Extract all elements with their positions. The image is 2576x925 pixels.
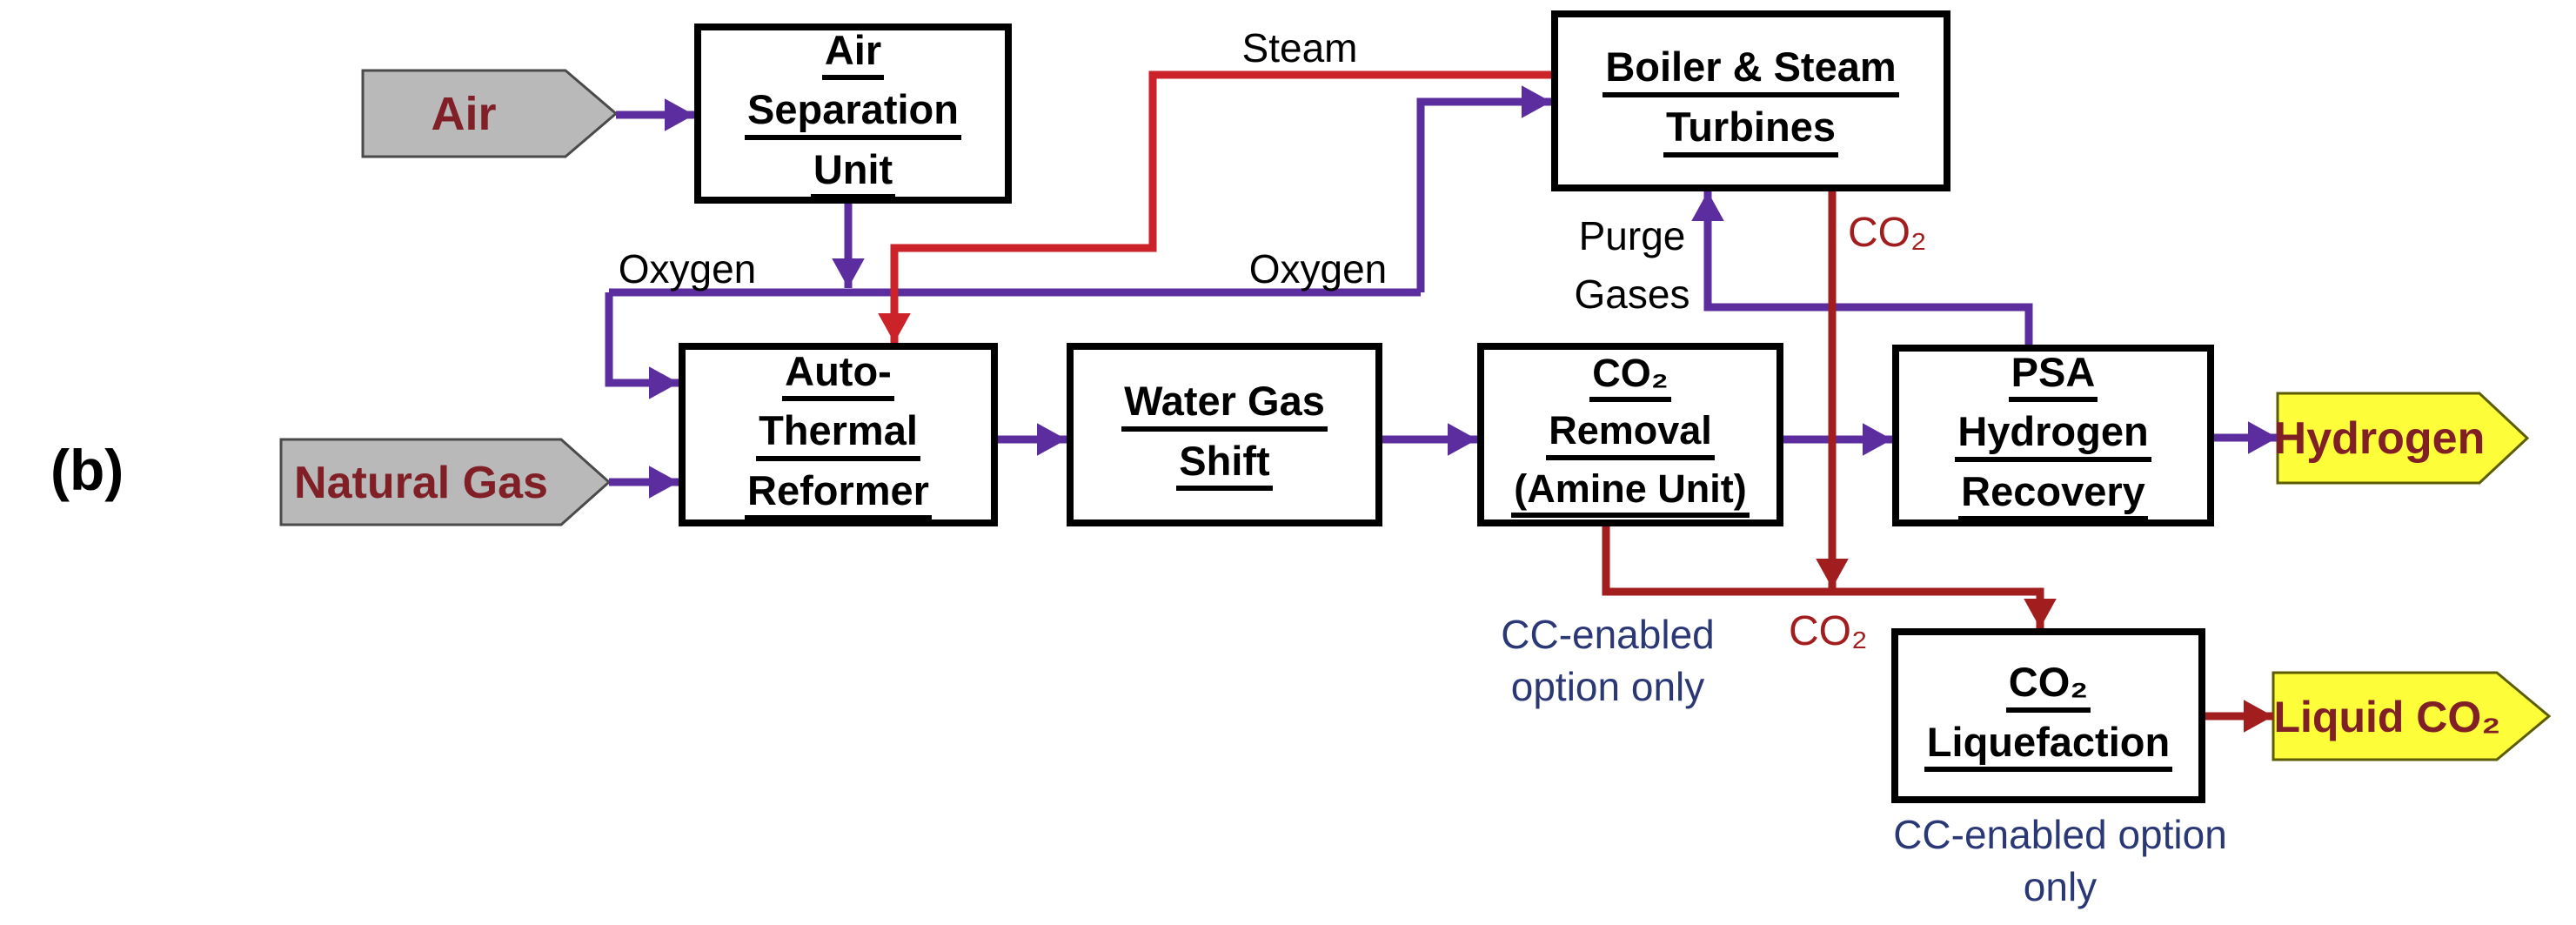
steam-stream-label: Steam — [1241, 25, 1358, 70]
box-line: Air — [821, 27, 885, 81]
box-auto-thermal-reformer: Auto- Thermal Reformer — [679, 343, 998, 526]
liquid-co2-tag-shape — [2272, 671, 2552, 761]
figure-label: (b) — [50, 438, 124, 502]
box-line: Thermal — [756, 408, 920, 461]
cc-enabled-note-left: CC-enabled option only — [1501, 609, 1714, 714]
box-line: Hydrogen — [1955, 409, 2151, 462]
flow-oxygen-to-boiler — [1416, 85, 1552, 292]
box-line: Boiler & Steam — [1602, 44, 1899, 97]
cc-enabled-note-left-line2: option only — [1510, 663, 1705, 709]
box-line: PSA — [2008, 349, 2098, 403]
box-water-gas-shift: Water Gas Shift — [1067, 343, 1382, 526]
box-line: Water Gas — [1121, 378, 1328, 432]
liquid-co2-tag-label: Liquid CO₂ — [2273, 693, 2501, 741]
box-line: (Amine Unit) — [1511, 466, 1750, 519]
hydrogen-tag-shape — [2276, 392, 2530, 485]
purge-gases-stream-label: Purge Gases — [1575, 207, 1690, 323]
box-line: Auto- — [782, 348, 894, 402]
box-air-separation-unit: Air Separation Unit — [694, 23, 1012, 204]
flow-co2-removal-to-liquefaction — [1602, 526, 2057, 629]
box-line: CO₂ — [2005, 659, 2091, 713]
box-boiler-steam-turbines: Boiler & Steam Turbines — [1551, 10, 1950, 191]
air-tag-shape — [361, 69, 619, 158]
oxygen-stream-label-right: Oxygen — [1248, 246, 1388, 292]
co2-stream-label-bottom: CO₂ — [1789, 608, 1868, 654]
box-line: Turbines — [1663, 104, 1838, 158]
box-psa-hydrogen-recovery: PSA Hydrogen Recovery — [1892, 345, 2214, 526]
box-line: Recovery — [1958, 468, 2148, 522]
box-line: Reformer — [745, 467, 932, 521]
box-line: Removal — [1546, 408, 1715, 460]
box-line: Shift — [1176, 438, 1273, 492]
box-co2-removal-amine-unit: CO₂ Removal (Amine Unit) — [1477, 343, 1783, 526]
box-line: Unit — [810, 146, 896, 200]
natural-gas-tag-shape — [279, 438, 612, 526]
natural-gas-tag-label: Natural Gas — [294, 458, 548, 508]
purge-gases-line1: Purge — [1578, 213, 1686, 258]
oxygen-stream-label-left: Oxygen — [618, 246, 757, 292]
flow-purge-gases-to-boiler — [1691, 191, 2033, 346]
box-line: Liquefaction — [1924, 719, 2173, 773]
flow-oxygen-to-atr — [605, 292, 679, 399]
box-co2-liquefaction: CO₂ Liquefaction — [1891, 628, 2205, 803]
box-line: CO₂ — [1589, 351, 1671, 403]
cc-enabled-note-left-line1: CC-enabled — [1501, 612, 1715, 657]
cc-enabled-note-bottom-line2: only — [2023, 863, 2098, 909]
cc-enabled-note-bottom-line1: CC-enabled option — [1893, 812, 2227, 857]
air-tag-label: Air — [431, 88, 497, 140]
co2-stream-label-top: CO₂ — [1848, 210, 1927, 256]
cc-enabled-note-bottom: CC-enabled option only — [1893, 809, 2227, 914]
flow-steam-boiler-to-atr — [878, 70, 1551, 344]
hydrogen-tag-label: Hydrogen — [2273, 413, 2486, 464]
purge-gases-line2: Gases — [1574, 271, 1690, 317]
box-line: Separation — [745, 87, 961, 140]
